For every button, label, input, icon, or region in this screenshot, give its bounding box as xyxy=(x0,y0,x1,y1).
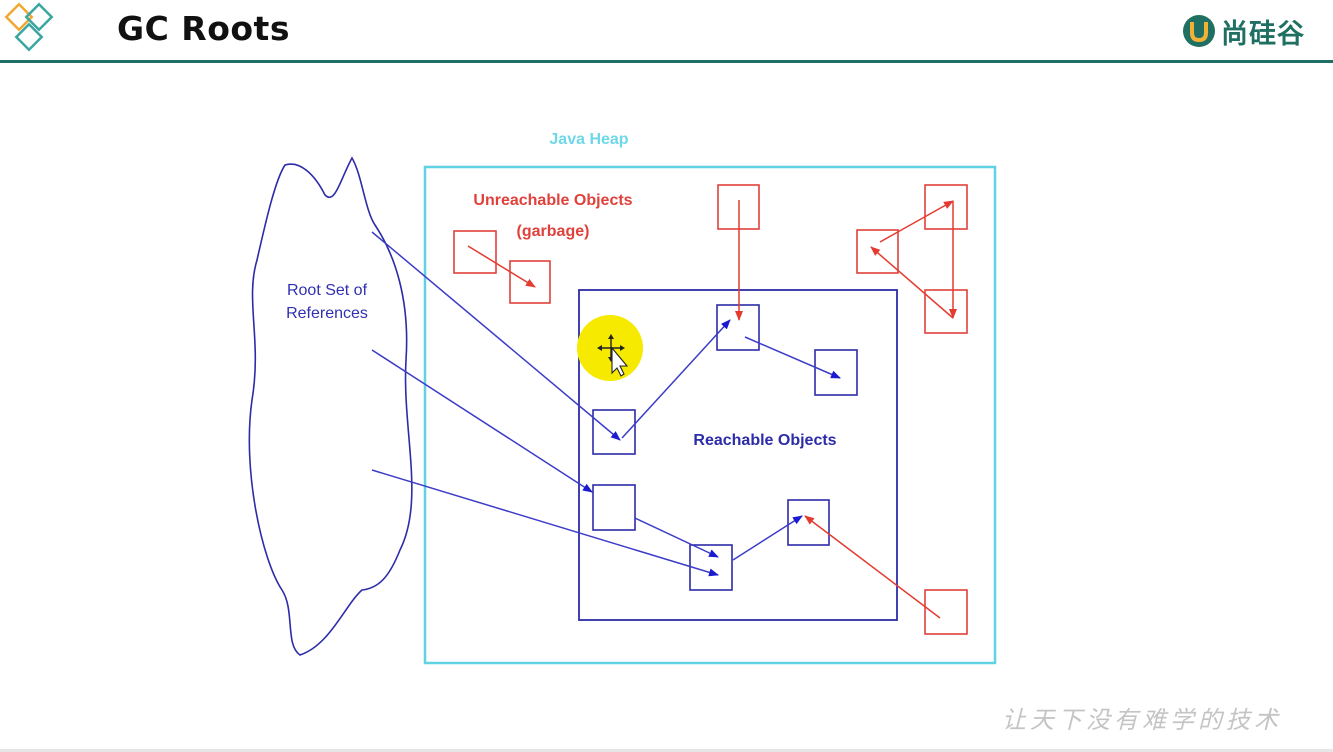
reachable-object-3 xyxy=(814,349,858,396)
java-heap-boundary xyxy=(423,165,997,665)
heap-label: Java Heap xyxy=(549,131,628,148)
reachable-region xyxy=(578,289,898,621)
reachable-label: Reachable Objects xyxy=(693,432,836,449)
bottom-divider xyxy=(0,749,1333,752)
root-reference-arrow-1 xyxy=(371,231,621,441)
root-reference-arrow-2 xyxy=(371,349,593,493)
diamond-logo-icon xyxy=(4,2,54,52)
garbage-object-1 xyxy=(453,230,497,274)
reachable-object-6 xyxy=(787,499,830,546)
object-reference-arrow-1 xyxy=(621,319,731,439)
unreachable-label-line1: Unreachable Objects xyxy=(473,192,632,209)
unreachable-label-line2: (garbage) xyxy=(517,223,590,240)
u-brand-icon xyxy=(1183,15,1215,47)
garbage-reference-arrow-3 xyxy=(804,515,941,619)
garbage-object-6 xyxy=(924,289,968,334)
move-cursor-icon xyxy=(597,334,629,377)
slide-header: GC Roots 尚硅谷 xyxy=(0,0,1333,64)
object-reference-arrow-4 xyxy=(732,515,803,561)
root-set-label-line1: Root Set of xyxy=(287,282,368,299)
object-reference-arrow-2 xyxy=(744,336,841,379)
root-set-label-line2: References xyxy=(286,305,368,322)
slide-title: GC Roots xyxy=(117,9,290,48)
garbage-cycle-arrow-3 xyxy=(870,246,954,319)
slogan-watermark: 让天下没有难学的技术 xyxy=(1002,706,1282,734)
header-divider xyxy=(0,60,1333,63)
brand-logo: 尚硅谷 xyxy=(1181,12,1305,50)
garbage-object-5 xyxy=(856,229,899,274)
garbage-object-4 xyxy=(924,184,968,230)
reachable-object-1 xyxy=(592,409,636,455)
reachable-object-5 xyxy=(689,544,733,591)
garbage-object-7 xyxy=(924,589,968,635)
garbage-object-2 xyxy=(509,260,551,304)
garbage-reference-arrow-1 xyxy=(467,245,536,288)
root-set-cloud xyxy=(248,156,413,656)
root-reference-arrow-3 xyxy=(371,469,719,577)
garbage-cycle-arrow-1 xyxy=(879,200,954,243)
reachable-object-2 xyxy=(716,304,760,351)
reachable-object-4 xyxy=(592,484,636,531)
brand-name: 尚硅谷 xyxy=(1221,18,1305,50)
object-reference-arrow-3 xyxy=(634,517,719,558)
